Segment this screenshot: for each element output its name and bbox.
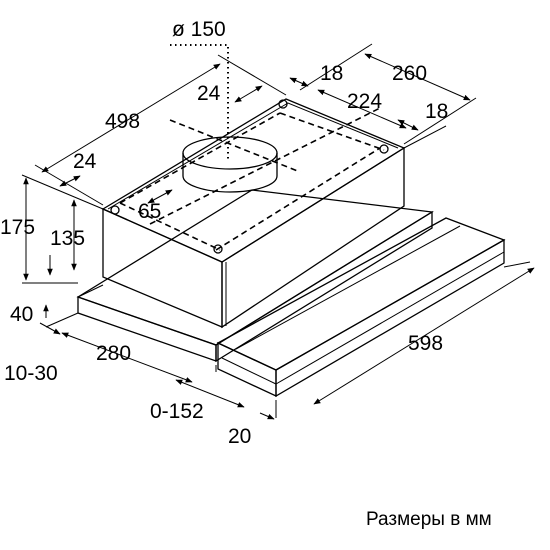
dim-65: 65 <box>138 200 161 223</box>
dim-260: 260 <box>392 62 427 85</box>
dimension-lines <box>21 43 535 420</box>
dim-duct-diameter: ø 150 <box>172 18 226 41</box>
base-plate <box>76 189 434 363</box>
units-note: Размеры в мм <box>366 509 492 530</box>
dim-24-top: 24 <box>197 82 221 105</box>
dim-0-152: 0-152 <box>150 400 204 423</box>
dim-20: 20 <box>228 425 251 448</box>
dimension-labels: ø 150 24 498 18 260 224 18 24 65 175 135… <box>0 18 448 448</box>
dim-598: 598 <box>408 332 443 355</box>
mounting-holes <box>110 99 389 254</box>
dim-18-right: 18 <box>425 100 448 123</box>
duct-collar <box>182 136 278 193</box>
dim-40: 40 <box>10 303 33 326</box>
dim-18-top: 18 <box>320 62 343 85</box>
dim-24-left: 24 <box>73 150 97 173</box>
extendable-visor <box>216 217 506 398</box>
dim-175: 175 <box>0 216 35 239</box>
dim-224: 224 <box>347 90 382 113</box>
dim-135: 135 <box>50 227 85 250</box>
dim-280: 280 <box>96 342 131 365</box>
dim-498: 498 <box>105 110 140 133</box>
dim-10-30: 10-30 <box>4 362 58 385</box>
